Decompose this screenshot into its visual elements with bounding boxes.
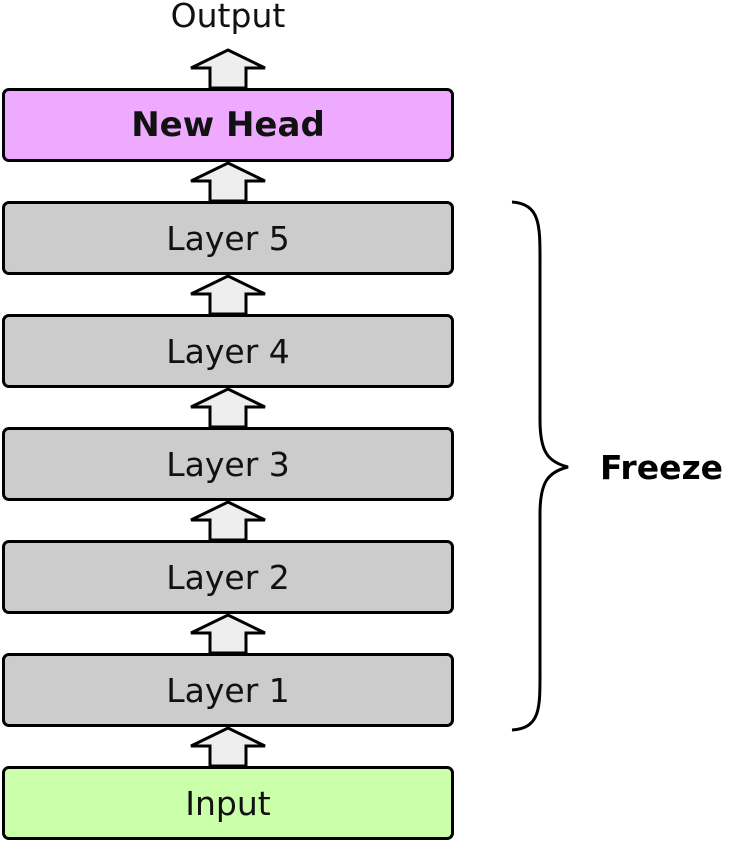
output-label: Output xyxy=(170,0,286,35)
layer-4-label: Layer 4 xyxy=(166,331,290,371)
layer-3-label: Layer 3 xyxy=(166,444,290,484)
arrow-layer1-to-layer2 xyxy=(190,613,266,655)
arrow-layer5-to-head xyxy=(190,161,266,203)
new-head-block: New Head xyxy=(2,88,454,162)
new-head-label: New Head xyxy=(131,105,325,145)
layer-5-block: Layer 5 xyxy=(2,201,454,275)
arrow-head-to-output xyxy=(190,48,266,90)
input-block: Input xyxy=(2,766,454,840)
layer-2-label: Layer 2 xyxy=(166,557,290,597)
layer-1-block: Layer 1 xyxy=(2,653,454,727)
layer-4-block: Layer 4 xyxy=(2,314,454,388)
arrow-layer4-to-layer5 xyxy=(190,274,266,316)
freeze-brace xyxy=(511,200,569,732)
input-label: Input xyxy=(185,783,271,823)
freeze-label: Freeze xyxy=(600,448,724,487)
layer-3-block: Layer 3 xyxy=(2,427,454,501)
layer-5-label: Layer 5 xyxy=(166,218,290,258)
arrow-input-to-layer1 xyxy=(190,726,266,768)
arrow-layer2-to-layer3 xyxy=(190,500,266,542)
layer-2-block: Layer 2 xyxy=(2,540,454,614)
arrow-layer3-to-layer4 xyxy=(190,387,266,429)
layer-1-label: Layer 1 xyxy=(166,670,290,710)
